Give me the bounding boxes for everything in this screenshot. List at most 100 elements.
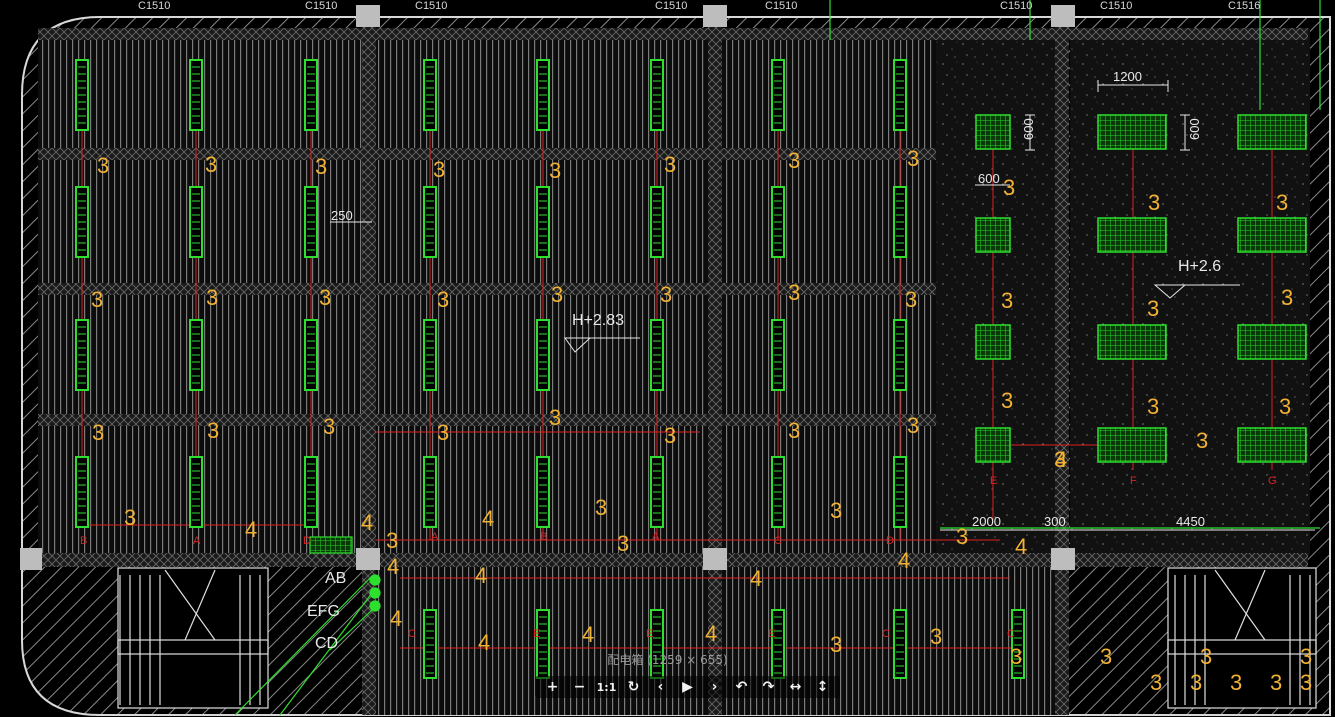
circuit-number: 3 (905, 287, 917, 312)
light-fixture (304, 456, 318, 528)
light-fixture (893, 319, 907, 391)
light-fixture (893, 609, 907, 679)
rotate-right-button[interactable]: ↷ (762, 679, 775, 695)
light-fixture (423, 456, 437, 528)
reset-button[interactable]: ↻ (627, 679, 640, 695)
circuit-number: 3 (617, 531, 629, 556)
light-fixture (189, 186, 203, 258)
circuit-number: 3 (1001, 288, 1013, 313)
previous-button[interactable]: ‹ (657, 679, 664, 695)
ceiling-grid-main (38, 40, 936, 553)
circuit-number: 3 (1190, 670, 1202, 695)
circuit-number: 4 (387, 554, 399, 579)
circuit-number: 4 (361, 510, 373, 535)
circuit-number: 3 (1300, 644, 1312, 669)
column-tag: C1510 (1100, 0, 1132, 12)
panel-labels: AB EFG CD (307, 570, 346, 652)
columns (20, 5, 1075, 570)
distribution-leaders (234, 0, 1321, 716)
circuit-letter: B (80, 535, 87, 547)
circuit-letter: A (431, 531, 439, 543)
light-fixture (423, 609, 437, 679)
column-tag: C1510 (305, 0, 337, 12)
rotate-left-button[interactable]: ↶ (735, 679, 748, 695)
light-fixture (536, 319, 550, 391)
circuit-number: 3 (437, 287, 449, 312)
light-fixture (189, 59, 203, 131)
light-fixture (75, 456, 89, 528)
circuit-number: 3 (660, 282, 672, 307)
circuit-letter: C (882, 628, 890, 640)
circuit-number: 4 (1055, 447, 1067, 472)
circuit-number: 3 (595, 495, 607, 520)
zoom-in-button[interactable]: + (546, 679, 559, 695)
circuit-number: 3 (930, 624, 942, 649)
circuit-number: 3 (92, 420, 104, 445)
next-button[interactable]: › (711, 679, 718, 695)
actual-size-button[interactable]: 1:1 (596, 680, 617, 694)
light-fixture (189, 456, 203, 528)
stair-left (117, 567, 269, 709)
elevation-label-main: H+2.83 (572, 312, 624, 329)
circuit-number: 3 (1010, 644, 1022, 669)
grille-panel (1237, 114, 1307, 150)
circuit-number: 4 (582, 622, 594, 647)
grille-panel (975, 217, 1011, 253)
circuit-number: 4 (475, 563, 487, 588)
column-tag: C1510 (1000, 0, 1032, 12)
light-fixtures (75, 59, 1025, 679)
circuit-letter: B (540, 531, 547, 543)
circuit-number: 3 (437, 420, 449, 445)
play-button[interactable]: ▶ (682, 679, 693, 695)
dim-300: 300 (1044, 514, 1066, 529)
circuit-letter: E (646, 628, 653, 640)
circuit-number: 3 (1054, 447, 1066, 472)
light-fixture (771, 319, 785, 391)
light-fixture (893, 186, 907, 258)
beams (38, 18, 1308, 715)
circuit-number: 3 (549, 158, 561, 183)
light-fixture (536, 59, 550, 131)
dim-250: 250 (331, 208, 353, 223)
circuit-number: 3 (386, 528, 398, 553)
zoom-out-button[interactable]: − (573, 679, 586, 695)
dimension-lines (330, 80, 1315, 531)
circuit-letter: E (990, 475, 997, 487)
circuit-number: 3 (551, 282, 563, 307)
grille-panel (975, 427, 1011, 463)
circuit-number: 3 (830, 632, 842, 657)
circuit-number: 3 (319, 285, 331, 310)
grille-panel (1237, 217, 1307, 253)
light-fixture (75, 186, 89, 258)
circuit-number: 3 (1100, 644, 1112, 669)
light-fixture (423, 186, 437, 258)
circuit-number: 3 (433, 157, 445, 182)
column-tag: C1510 (415, 0, 447, 12)
image-caption: 配电箱 (1259 × 655) (607, 653, 728, 667)
light-fixture (771, 609, 785, 679)
dim-4450: 4450 (1176, 514, 1205, 529)
circuit-number: 3 (664, 423, 676, 448)
circuit-number: 3 (1200, 644, 1212, 669)
circuit-number: 3 (788, 148, 800, 173)
dim-600-a: 600 (1021, 118, 1036, 140)
viewer-toolbar: +−1:1 ↻ ‹ ▶ › ↶ ↷ ↔ ↕ (535, 676, 840, 698)
column-tag: C1516 (1228, 0, 1260, 12)
dim-1200: 1200 (1113, 69, 1142, 84)
flip-vertical-button[interactable]: ↕ (816, 679, 829, 695)
circuit-letter: A (652, 531, 660, 543)
circuit-letter: F (1130, 475, 1137, 487)
circuit-number: 3 (1003, 175, 1015, 200)
stair-right (1167, 567, 1317, 709)
flip-horizontal-button[interactable]: ↔ (789, 679, 802, 695)
circuit-number: 4 (482, 506, 494, 531)
ceiling-panels (975, 114, 1307, 463)
circuit-letter: E (768, 628, 775, 640)
circuit-number: 3 (1276, 190, 1288, 215)
circuit-number: 3 (1147, 296, 1159, 321)
circuit-number: 3 (907, 413, 919, 438)
circuit-letter: D (886, 535, 894, 547)
light-fixture (771, 186, 785, 258)
circuit-number: 3 (1279, 394, 1291, 419)
